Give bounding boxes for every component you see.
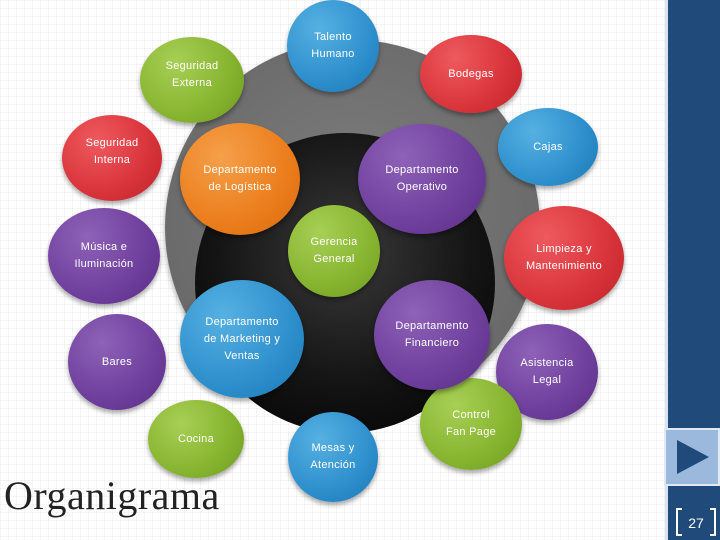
node-bodegas: Bodegas [420,35,522,113]
node-musica-iluminacion: Música e Iluminación [48,208,160,304]
node-label: Departamento de Marketing y Ventas [203,315,281,362]
slide-title: Organigrama [4,473,220,518]
node-seguridad-externa: Seguridad Externa [140,37,244,123]
node-departamento-operativo: Departamento Operativo [358,124,486,234]
node-departamento-logistica: Departamento de Logística [180,123,300,235]
next-slide-button[interactable] [664,428,720,486]
node-label: Seguridad Externa [165,60,219,89]
node-label: Departamento Operativo [385,164,459,193]
node-label: Limpieza y Mantenimiento [525,243,603,272]
node-label: Seguridad Interna [85,137,139,166]
node-label: Control Fan Page [445,409,497,438]
node-label: Bares [101,355,133,368]
node-bares: Bares [68,314,166,410]
node-cocina: Cocina [148,400,244,478]
node-label: Gerencia General [310,236,358,265]
node-cajas: Cajas [498,108,598,186]
node-departamento-marketing: Departamento de Marketing y Ventas [180,280,304,398]
node-label: Cocina [177,432,215,445]
node-seguridad-interna: Seguridad Interna [62,115,162,201]
node-label: Bodegas [448,67,494,80]
node-label: Cajas [533,140,563,153]
node-limpieza-mantenimiento: Limpieza y Mantenimiento [504,206,624,310]
node-mesas-atencion: Mesas y Atención [288,412,378,502]
node-label: Música e Iluminación [74,241,134,270]
node-gerencia-general: Gerencia General [288,205,380,297]
node-label: Departamento de Logística [203,164,277,193]
node-label: Asistencia Legal [520,357,574,386]
node-departamento-financiero: Departamento Financiero [374,280,490,390]
node-control-fan-page: Control Fan Page [420,378,522,470]
node-label: Talento Humano [311,31,355,60]
play-triangle-icon [677,440,709,474]
page-number-bracket-left [676,508,682,536]
node-label: Departamento Financiero [395,320,469,349]
page-number-bracket-right [710,508,716,536]
node-label: Mesas y Atención [310,442,356,471]
node-talento-humano: Talento Humano [287,0,379,92]
page-number: 27 [688,515,704,531]
